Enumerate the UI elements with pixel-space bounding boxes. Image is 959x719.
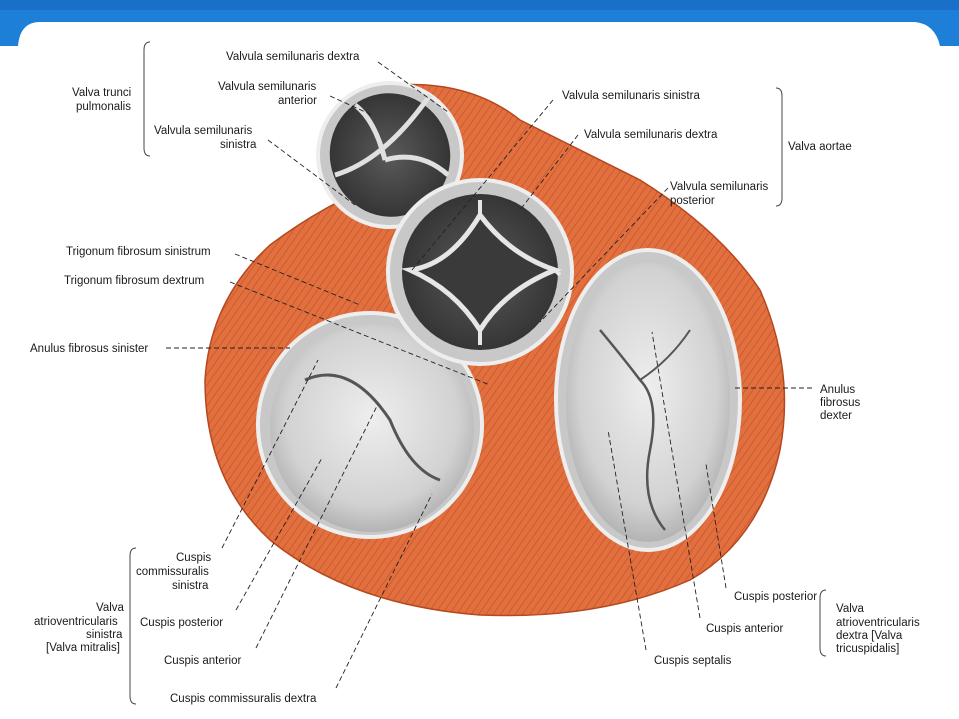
- label-cuspis-commissuralis-sinistra-1: Cuspis: [176, 552, 211, 564]
- label-valvula-semilunaris-anterior-2: anterior: [278, 95, 317, 107]
- label-valva-mitralis-3: sinistra: [86, 629, 123, 641]
- label-cuspis-commissuralis-sinistra-2: commissuralis: [136, 566, 209, 578]
- label-anulus-fibrosus-dexter-3: dexter: [820, 410, 852, 422]
- label-cuspis-anterior-right: Cuspis anterior: [706, 623, 784, 635]
- label-valvula-semilunaris-dextra-right: Valvula semilunaris dextra: [584, 129, 718, 141]
- tricuspid-commissure-line: [599, 329, 666, 531]
- label-cuspis-commissuralis-dextra: Cuspis commissuralis dextra: [170, 693, 317, 705]
- label-valva-tricuspidalis-4: tricuspidalis]: [836, 643, 899, 655]
- label-valvula-semilunaris-sinistra-left-2: sinistra: [220, 139, 257, 151]
- label-anulus-fibrosus-dexter-2: fibrosus: [820, 397, 861, 409]
- label-cuspis-posterior-left: Cuspis posterior: [140, 617, 223, 629]
- brackets: [129, 41, 827, 705]
- pulmonary-valve-lumen: [329, 93, 451, 217]
- label-cuspis-anterior-left: Cuspis anterior: [164, 655, 242, 667]
- label-valva-aortae: Valva aortae: [788, 141, 852, 153]
- label-valvula-semilunaris-posterior-2: posterior: [670, 195, 715, 207]
- label-valvula-semilunaris-sinistra-left-1: Valvula semilunaris: [154, 125, 252, 137]
- slide-top-frame: [0, 0, 959, 46]
- label-valva-trunci-pulmonalis-2: pulmonalis: [76, 101, 131, 113]
- label-valva-trunci-pulmonalis-1: Valva trunci: [72, 87, 131, 99]
- label-cuspis-septalis: Cuspis septalis: [654, 655, 732, 667]
- tricuspid-valve-cusps: [566, 262, 730, 542]
- label-valvula-semilunaris-posterior-1: Valvula semilunaris: [670, 181, 768, 193]
- mitral-commissure-line: [304, 373, 441, 482]
- label-cuspis-commissuralis-sinistra-3: sinistra: [172, 580, 209, 592]
- pulmonary-cusps: [334, 93, 450, 178]
- label-valva-tricuspidalis-2: atrioventricularis: [836, 617, 920, 629]
- label-valva-tricuspidalis-3: dextra [Valva: [836, 630, 903, 642]
- label-valvula-semilunaris-sinistra-right: Valvula semilunaris sinistra: [562, 90, 700, 102]
- label-valva-tricuspidalis-1: Valva: [836, 603, 865, 615]
- label-cuspis-posterior-right: Cuspis posterior: [734, 591, 817, 603]
- label-trigonum-fibrosum-sinistrum: Trigonum fibrosum sinistrum: [66, 246, 211, 258]
- label-valva-mitralis-2: atrioventricularis: [34, 616, 118, 628]
- label-valvula-semilunaris-dextra-top: Valvula semilunaris dextra: [226, 51, 360, 63]
- label-valva-mitralis-1: Valva: [96, 602, 125, 614]
- label-anulus-fibrosus-dexter-1: Anulus: [820, 384, 855, 396]
- label-trigonum-fibrosum-dextrum: Trigonum fibrosum dextrum: [64, 275, 204, 287]
- label-valvula-semilunaris-anterior-1: Valvula semilunaris: [218, 81, 316, 93]
- leader-lines: [166, 61, 812, 689]
- label-valva-mitralis-4: [Valva mitralis]: [46, 642, 120, 654]
- label-anulus-fibrosus-sinister: Anulus fibrosus sinister: [30, 343, 148, 355]
